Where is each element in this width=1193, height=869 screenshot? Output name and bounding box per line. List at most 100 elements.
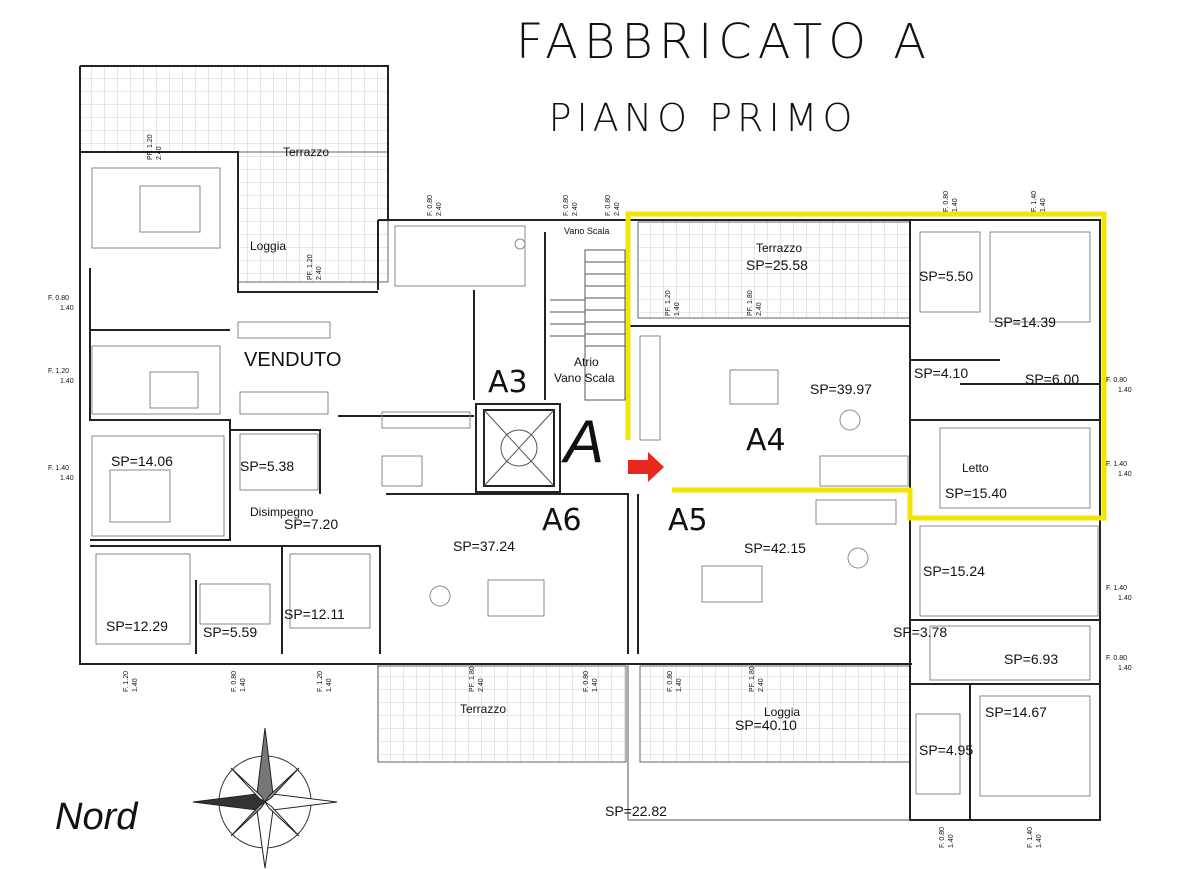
label-atrio: Atrio (574, 355, 599, 369)
svg-text:F. 1.40: F. 1.40 (1106, 585, 1127, 592)
terrace-south (377, 665, 627, 763)
area-a4-living: SP=39.97 (810, 381, 872, 397)
area-w-bed1: SP=14.06 (111, 453, 173, 469)
area-a4-letto: SP=15.40 (945, 485, 1007, 501)
svg-text:1.40: 1.40 (326, 678, 333, 692)
staircase (550, 249, 626, 401)
window-tag-bottom-9: F. 1.40 1.40 (1027, 827, 1043, 848)
area-w-hall: SP=7.20 (284, 516, 338, 532)
window-tag-left-3: F. 1.40 1.40 (48, 465, 74, 482)
svg-text:1.40: 1.40 (1118, 387, 1132, 394)
area-w-bed2: SP=12.29 (106, 618, 168, 634)
svg-text:2.40: 2.40 (436, 202, 443, 216)
window-tag-bottom-7: PF. 1.80 2.40 (749, 666, 765, 692)
window-tag-bottom-2: F. 0.80 1.40 (231, 671, 247, 692)
unit-a4: A4 (746, 423, 786, 458)
svg-text:PF. 1.20: PF. 1.20 (665, 290, 672, 316)
svg-text:1.40: 1.40 (948, 834, 955, 848)
window-tag-top-1: PF. 1.20 2.40 (147, 134, 163, 160)
svg-text:2.40: 2.40 (758, 678, 765, 692)
area-a4-terrazzo: SP=25.58 (746, 257, 808, 273)
window-tag-top-2: F. 0.80 2.40 (427, 195, 443, 216)
area-e-bed2: SP=14.67 (985, 704, 1047, 720)
label-loggia-south: Loggia (764, 705, 800, 719)
label-vano-scala: Vano Scala (564, 226, 609, 236)
svg-text:1.40: 1.40 (240, 678, 247, 692)
svg-text:PF. 1.80: PF. 1.80 (469, 666, 476, 692)
label-terrazzo-nw: Terrazzo (283, 145, 329, 159)
svg-text:F. 1.20: F. 1.20 (123, 671, 130, 692)
window-tag-top-4: F. 0.80 2.40 (605, 195, 621, 216)
area-a4-bed1: SP=14.39 (994, 314, 1056, 330)
unit-a3: A3 (488, 365, 528, 400)
svg-text:1.40: 1.40 (1118, 471, 1132, 478)
svg-text:1.40: 1.40 (674, 302, 681, 316)
window-tag-left-1: F. 0.80 1.40 (48, 295, 74, 312)
svg-text:2.40: 2.40 (572, 202, 579, 216)
area-w-bath2: SP=5.59 (203, 624, 257, 640)
venduto-label: VENDUTO (244, 349, 341, 371)
area-w-bath1: SP=5.38 (240, 458, 294, 474)
area-a4-bath2: SP=6.00 (1025, 371, 1079, 387)
svg-text:1.40: 1.40 (60, 378, 74, 385)
svg-text:F. 1.20: F. 1.20 (48, 368, 69, 375)
svg-text:1.40: 1.40 (60, 305, 74, 312)
svg-text:1.40: 1.40 (1036, 834, 1043, 848)
svg-text:F. 1.40: F. 1.40 (48, 465, 69, 472)
terrace-a4 (637, 221, 911, 319)
svg-text:PF. 1.20: PF. 1.20 (307, 254, 314, 280)
window-tag-bottom-5: F. 0.80 1.40 (583, 671, 599, 692)
plan-subtitle: PIANO PRIMO (549, 96, 858, 140)
svg-text:F. 0.80: F. 0.80 (583, 671, 590, 692)
svg-text:2.40: 2.40 (156, 146, 163, 160)
furniture (91, 167, 1099, 797)
window-tag-right-4: F. 0.80 1.40 (1106, 655, 1132, 672)
area-a4-bath1: SP=5.50 (919, 268, 973, 284)
window-tag-right-3: F. 1.40 1.40 (1106, 585, 1132, 602)
area-w-bed3: SP=12.11 (284, 606, 345, 622)
svg-text:1.40: 1.40 (952, 198, 959, 212)
svg-text:F. 0.80: F. 0.80 (1106, 377, 1127, 384)
east-block-walls (909, 512, 1101, 821)
label-loggia-nw: Loggia (250, 239, 286, 253)
svg-text:F. 0.80: F. 0.80 (939, 827, 946, 848)
window-tag-top-5: F. 0.80 1.40 (943, 191, 959, 212)
svg-text:F. 1.40: F. 1.40 (1106, 461, 1127, 468)
window-tag-bottom-3: F. 1.20 1.40 (317, 671, 333, 692)
svg-text:2.40: 2.40 (478, 678, 485, 692)
window-tag-bottom-1: F. 1.20 1.40 (123, 671, 139, 692)
north-label: Nord (55, 796, 139, 838)
svg-text:2.40: 2.40 (756, 302, 763, 316)
svg-text:F. 1.40: F. 1.40 (1031, 191, 1038, 212)
svg-text:PF. 1.80: PF. 1.80 (747, 290, 754, 316)
window-tag-left-2: F. 1.20 1.40 (48, 368, 74, 385)
svg-text:1.40: 1.40 (592, 678, 599, 692)
svg-text:2.40: 2.40 (614, 202, 621, 216)
area-a4-hall: SP=4.10 (914, 365, 968, 381)
loggia-south (639, 665, 911, 763)
svg-text:F. 0.80: F. 0.80 (231, 671, 238, 692)
window-tag-right-2: F. 1.40 1.40 (1106, 461, 1132, 478)
area-a6-living: SP=37.24 (453, 538, 515, 554)
terrace-nw (79, 65, 389, 153)
svg-text:F. 1.40: F. 1.40 (1027, 827, 1034, 848)
area-loggia-south: SP=40.10 (735, 717, 797, 733)
label-atrio-vano-scala: Vano Scala (554, 371, 615, 385)
label-disimpegno: Disimpegno (250, 505, 314, 519)
window-tag-terrace-1: PF. 1.20 1.40 (665, 290, 681, 316)
svg-text:PF. 1.20: PF. 1.20 (147, 134, 154, 160)
label-terrazzo-south: Terrazzo (460, 702, 506, 716)
window-tag-top-3: F. 0.80 2.40 (563, 195, 579, 216)
area-e-bed1: SP=15.24 (923, 563, 985, 579)
a4-walls (628, 219, 1101, 512)
outer-wall-west (79, 66, 912, 665)
plan-title: FABBRICATO A (516, 14, 932, 70)
svg-text:F. 0.80: F. 0.80 (427, 195, 434, 216)
svg-text:2.40: 2.40 (316, 266, 323, 280)
west-block-walls (80, 151, 381, 654)
area-e-bath2: SP=4.95 (919, 742, 973, 758)
outer-wall-north-west (80, 65, 389, 220)
entrance-arrow (628, 452, 664, 482)
area-bottom: SP=22.82 (605, 803, 667, 819)
